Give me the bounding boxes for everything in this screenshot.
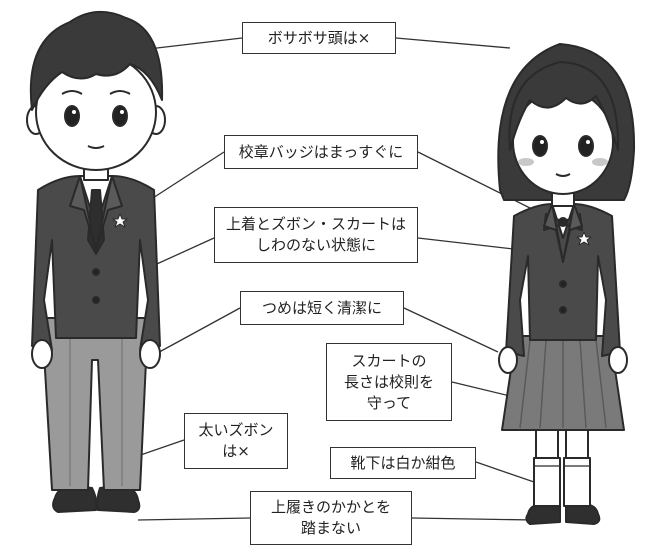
line-nails-girl <box>403 307 499 353</box>
boy-hair <box>29 11 164 111</box>
girl-left-sock <box>533 457 561 507</box>
boy-pants <box>41 317 149 491</box>
line-shoes-boy <box>137 517 251 521</box>
boy-figure <box>26 11 166 513</box>
label-messy-hair-text: ボサボサ頭は× <box>267 28 371 47</box>
label-jacket-line-1: 上着とズボン・スカートは <box>225 215 406 233</box>
label-shoes-line-1: 上履きのかかとを <box>270 498 391 516</box>
label-wide-pants-line-1: 太いズボン <box>198 421 274 439</box>
connector-lines <box>121 37 583 521</box>
label-shoes-line-2: 踏まない <box>300 519 361 537</box>
label-jacket-pants-skirt: 上着とズボン・スカートは しわのない状態に <box>214 207 418 263</box>
line-skirt <box>451 381 511 397</box>
label-skirt-line-1: スカートの <box>351 351 427 370</box>
girl-bangs <box>508 61 620 151</box>
line-hair-boy <box>139 37 243 51</box>
girl-badge-icon <box>576 231 592 246</box>
label-skirt-line-3: 守って <box>366 393 412 412</box>
girl-figure <box>497 43 636 525</box>
line-nails-boy <box>151 307 241 357</box>
label-nails-text: つめは短く清潔に <box>261 298 382 317</box>
label-messy-hair: ボサボサ頭は× <box>242 22 396 54</box>
label-nails: つめは短く清潔に <box>240 291 404 325</box>
label-school-badge-text: 校章バッジはまっすぐに <box>238 142 404 161</box>
label-wide-pants-line-2: は× <box>222 442 250 460</box>
girl-left-shoe <box>525 503 561 525</box>
label-skirt-length: スカートの 長さは校則を 守って <box>326 343 452 421</box>
girl-face <box>512 89 614 195</box>
line-jacket-boy <box>147 237 215 269</box>
label-socks: 靴下は白か紺色 <box>330 447 476 479</box>
boy-right-hand <box>139 339 161 369</box>
label-socks-text: 靴下は白か紺色 <box>350 453 456 472</box>
line-shoes-girl <box>411 517 535 521</box>
label-jacket-line-2: しわのない状態に <box>255 236 376 254</box>
boy-left-hand <box>31 339 53 369</box>
label-wide-pants: 太いズボン は× <box>184 413 288 469</box>
line-hair-girl <box>395 37 511 49</box>
label-indoor-shoes: 上履きのかかとを 踏まない <box>250 491 412 545</box>
boy-badge-icon <box>112 213 128 228</box>
line-socks <box>475 461 535 483</box>
label-school-badge: 校章バッジはまっすぐに <box>224 135 418 169</box>
girl-right-sock <box>563 457 591 507</box>
boy-jacket <box>31 175 161 351</box>
line-jacket-girl <box>417 237 523 251</box>
label-skirt-line-2: 長さは校則を <box>343 372 434 391</box>
